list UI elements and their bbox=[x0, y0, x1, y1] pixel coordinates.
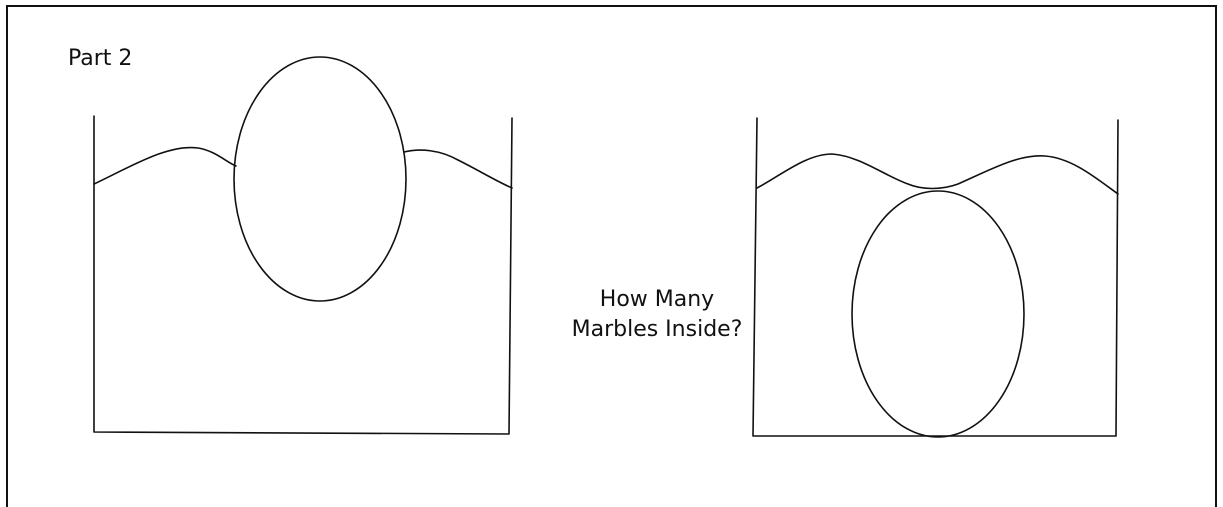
right-container bbox=[753, 118, 1118, 437]
right-sunken-object bbox=[852, 191, 1024, 437]
question-line-2: Marbles Inside? bbox=[552, 315, 762, 345]
right-water-surface bbox=[757, 154, 1118, 194]
left-container bbox=[94, 57, 512, 434]
left-water-surface-left bbox=[94, 148, 236, 184]
part-label: Part 2 bbox=[68, 44, 132, 74]
question-text: How Many Marbles Inside? bbox=[552, 285, 762, 345]
right-container-walls bbox=[753, 118, 1118, 436]
question-line-1: How Many bbox=[552, 285, 762, 315]
left-water-surface-right bbox=[404, 150, 512, 188]
left-container-walls bbox=[94, 116, 512, 434]
left-floating-object bbox=[234, 57, 406, 301]
